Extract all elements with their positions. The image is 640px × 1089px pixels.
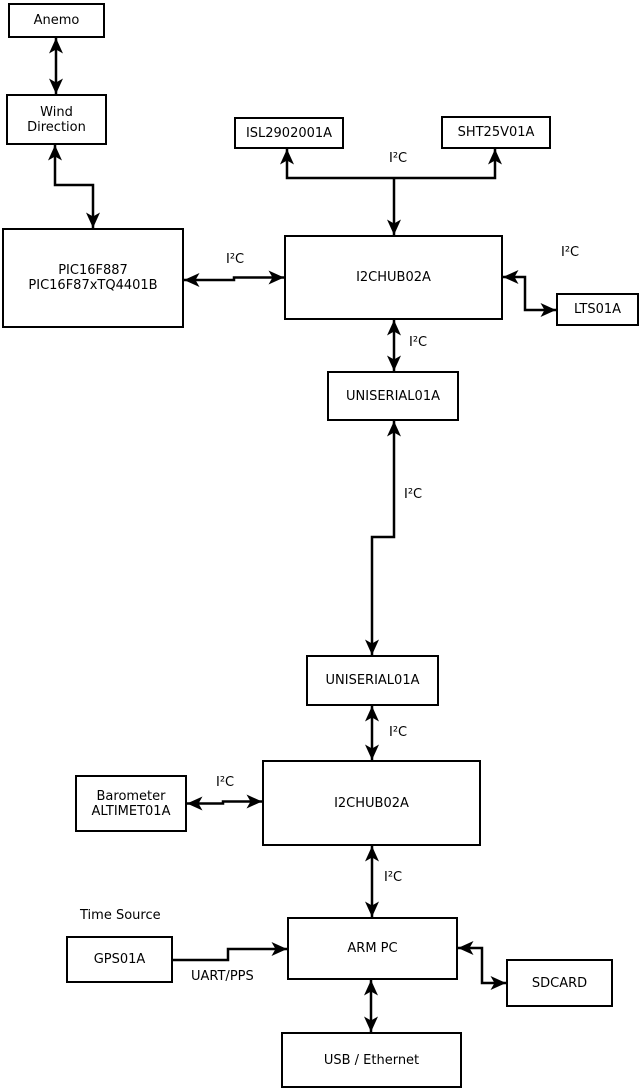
node-wind-direction-label-line2: Direction bbox=[27, 119, 86, 135]
node-uniserial01a-lower-label: UNISERIAL01A bbox=[325, 673, 420, 688]
connector-pic-hub1 bbox=[184, 270, 284, 287]
node-uniserial01a-lower: UNISERIAL01A bbox=[306, 655, 439, 706]
node-arm-pc: ARM PC bbox=[287, 917, 458, 980]
node-i2chub02a-upper: I2CHUB02A bbox=[284, 235, 503, 320]
edge-label-i2c-hub1-uniserial1: I²C bbox=[409, 335, 428, 350]
connector-gps-armpc bbox=[173, 942, 287, 962]
connector-barometer-hub2 bbox=[187, 794, 262, 811]
node-i2chub02a-lower-label: I2CHUB02A bbox=[334, 795, 409, 811]
node-sdcard: SDCARD bbox=[506, 959, 613, 1007]
node-usb-ethernet-label: USB / Ethernet bbox=[323, 1052, 420, 1068]
node-sht25v01a-label: SHT25V01A bbox=[457, 125, 535, 140]
edge-label-time-source: Time Source bbox=[80, 908, 161, 923]
node-isl2902001a: ISL2902001A bbox=[234, 117, 344, 149]
node-anemo: Anemo bbox=[8, 3, 105, 38]
connector-sensor-bus-isl-sht bbox=[280, 149, 502, 180]
edge-label-i2c-lts: I²C bbox=[561, 245, 580, 260]
edge-label-i2c-pic-hub1: I²C bbox=[226, 252, 245, 267]
node-isl2902001a-label: ISL2902001A bbox=[245, 125, 333, 141]
node-uniserial01a-upper-label: UNISERIAL01A bbox=[346, 388, 440, 404]
node-uniserial01a-upper: UNISERIAL01A bbox=[327, 371, 459, 421]
node-barometer-altimet01a: Barometer ALTIMET01A bbox=[75, 775, 187, 832]
connector-wind-direction-pic bbox=[48, 145, 100, 228]
node-sht25v01a: SHT25V01A bbox=[441, 116, 551, 149]
node-gps01a-label: GPS01A bbox=[93, 952, 146, 967]
edge-label-i2c-hub2-armpc: I²C bbox=[384, 870, 403, 885]
node-gps01a: GPS01A bbox=[66, 936, 173, 983]
connector-hub1-lts bbox=[503, 270, 556, 317]
node-pic16f887-label-line2: PIC16F87xTQ4401B bbox=[28, 278, 158, 293]
node-arm-pc-label: ARM PC bbox=[347, 941, 398, 956]
connector-uniserial1-uniserial2 bbox=[365, 421, 401, 655]
edge-label-i2c-uniserial-link: I²C bbox=[404, 487, 423, 502]
node-i2chub02a-upper-label: I2CHUB02A bbox=[356, 270, 431, 285]
node-barometer-label-line2: ALTIMET01A bbox=[91, 803, 171, 819]
node-usb-ethernet: USB / Ethernet bbox=[281, 1032, 462, 1088]
edge-label-i2c-uniserial2-hub2: I²C bbox=[389, 725, 408, 740]
node-i2chub02a-lower: I2CHUB02A bbox=[262, 760, 481, 846]
connector-armpc-sdcard bbox=[458, 941, 506, 990]
node-wind-direction: Wind Direction bbox=[6, 94, 107, 145]
node-lts01a: LTS01A bbox=[556, 293, 639, 326]
node-pic16f887: PIC16F887 PIC16F87xTQ4401B bbox=[2, 228, 184, 328]
edge-label-i2c-barometer-hub2: I²C bbox=[216, 775, 235, 790]
node-lts01a-label: LTS01A bbox=[573, 302, 622, 317]
node-barometer-label-line1: Barometer bbox=[96, 788, 166, 804]
node-anemo-label: Anemo bbox=[33, 13, 80, 28]
node-pic16f887-label-line1: PIC16F887 bbox=[58, 263, 128, 278]
node-wind-direction-label-line1: Wind bbox=[40, 104, 73, 120]
edge-label-i2c-sensor-bus: I²C bbox=[389, 151, 408, 166]
edge-label-uart-pps: UART/PPS bbox=[191, 969, 254, 984]
node-sdcard-label: SDCARD bbox=[531, 975, 588, 991]
